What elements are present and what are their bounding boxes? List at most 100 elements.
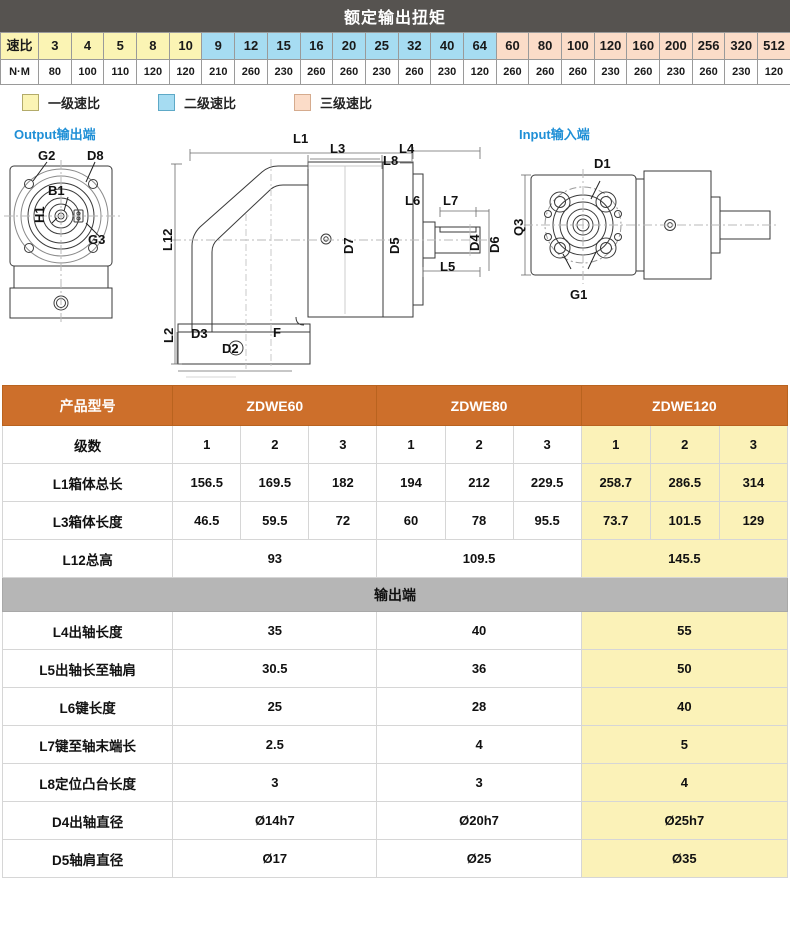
torque-title-text: 额定输出扭矩: [343, 10, 446, 27]
label-G3: G3: [88, 232, 106, 247]
spec-model-header: ZDWE80: [376, 385, 582, 426]
torque-ratio-cell: 64: [462, 32, 497, 60]
torque-nm-cell: 260: [234, 59, 268, 85]
torque-nm-cell: 260: [397, 59, 432, 85]
torque-ratio-cell: 16: [299, 32, 334, 60]
label-F: F: [273, 325, 281, 340]
torque-ratio-cell: 20: [332, 32, 366, 60]
torque-nm-cell: 100: [70, 59, 105, 85]
legend-swatch: [294, 93, 312, 111]
spec-value-cell: 5: [580, 725, 789, 764]
spec-value-cell: 4: [580, 763, 789, 802]
spec-row-label: L12总高: [1, 539, 174, 578]
torque-ratio-cell: 200: [659, 32, 693, 60]
spec-stage-cell: 3: [718, 425, 789, 464]
label-Q3: Q3: [511, 218, 526, 236]
spec-value-cell: 194: [376, 463, 446, 502]
label-D3: D3: [191, 326, 208, 341]
spec-value-cell: 156.5: [172, 463, 242, 502]
legend-item: 三级速比: [294, 93, 372, 112]
spec-stage-cell: 1: [172, 425, 242, 464]
spec-value-cell: 101.5: [649, 501, 720, 540]
spec-row-label: 级数: [1, 425, 174, 464]
spec-model-header: ZDWE120: [580, 385, 789, 426]
spec-row-label: L7键至轴末端长: [1, 725, 174, 764]
torque-ratio-cell: 100: [561, 32, 595, 60]
label-G1: G1: [570, 287, 588, 302]
torque-ratio-cell: 40: [430, 32, 464, 60]
torque-ratio-cell: 8: [136, 32, 170, 60]
legend-item: 一级速比: [22, 93, 100, 112]
legend-label: 三级速比: [320, 95, 373, 111]
torque-ratio-cell: 32: [397, 32, 432, 60]
spec-row-label: L1箱体总长: [1, 463, 174, 502]
torque-nm-cell: 110: [103, 59, 138, 85]
spec-value-cell: 286.5: [649, 463, 720, 502]
label-L2: L2: [161, 327, 176, 343]
label-D2: D2: [222, 341, 239, 356]
spec-value-cell: 28: [376, 687, 582, 726]
legend-swatch: [158, 93, 176, 111]
spec-value-cell: 50: [580, 649, 789, 688]
spec-value-cell: 258.7: [580, 463, 651, 502]
spec-row-label: L6键长度: [1, 687, 174, 726]
spec-value-cell: 2.5: [172, 725, 378, 764]
spec-value-cell: 109.5: [376, 539, 582, 578]
spec-row-label: L5出轴长至轴肩: [1, 649, 174, 688]
spec-value-cell: 78: [444, 501, 514, 540]
spec-value-cell: 36: [376, 649, 582, 688]
spec-row-label: L3箱体长度: [1, 501, 174, 540]
label-B1: B1: [48, 183, 65, 198]
spec-model-header: ZDWE60: [172, 385, 378, 426]
spec-row-label: D4出轴直径: [1, 801, 174, 840]
torque-ratio-cell: 4: [70, 32, 105, 60]
spec-value-cell: 72: [308, 501, 378, 540]
spec-value-cell: Ø14h7: [172, 801, 378, 840]
torque-nm-cell: 230: [266, 59, 301, 85]
spec-value-cell: 40: [376, 611, 582, 650]
spec-value-cell: Ø20h7: [376, 801, 582, 840]
torque-nm-cell: 120: [168, 59, 203, 85]
technical-drawings: Output输出端 Input输入端: [0, 119, 790, 381]
spec-value-cell: 59.5: [240, 501, 310, 540]
label-L6: L6: [405, 193, 421, 208]
torque-ratio-cell: 80: [528, 32, 562, 60]
label-H1: H1: [32, 206, 47, 223]
torque-ratio-cell: 60: [495, 32, 530, 60]
torque-nm-cell: 260: [495, 59, 530, 85]
spec-value-cell: 30.5: [172, 649, 378, 688]
label-D1: D1: [594, 156, 611, 171]
spec-value-cell: Ø25: [376, 839, 582, 878]
torque-title-bar: 额定输出扭矩: [0, 0, 790, 32]
legend-item: 二级速比: [158, 93, 236, 112]
torque-nm-cell: 260: [626, 59, 661, 85]
spec-value-cell: 212: [444, 463, 514, 502]
spec-value-cell: Ø25h7: [580, 801, 789, 840]
input-caption: Input输入端: [519, 127, 590, 142]
torque-ratio-label: 速比: [0, 32, 39, 60]
spec-stage-cell: 1: [376, 425, 446, 464]
torque-nm-cell: 80: [38, 59, 72, 85]
label-L7: L7: [443, 193, 459, 208]
label-D6: D6: [487, 236, 502, 253]
spec-value-cell: 182: [308, 463, 378, 502]
spec-value-cell: 73.7: [580, 501, 651, 540]
label-D4: D4: [467, 234, 482, 251]
stage-legend: 一级速比 二级速比 三级速比: [0, 85, 790, 119]
spec-value-cell: 40: [580, 687, 789, 726]
torque-nm-cell: 210: [201, 59, 236, 85]
torque-nm-cell: 230: [593, 59, 628, 85]
spec-value-cell: 93: [172, 539, 378, 578]
torque-ratio-cell: 10: [168, 32, 203, 60]
label-L12: L12: [160, 228, 175, 251]
